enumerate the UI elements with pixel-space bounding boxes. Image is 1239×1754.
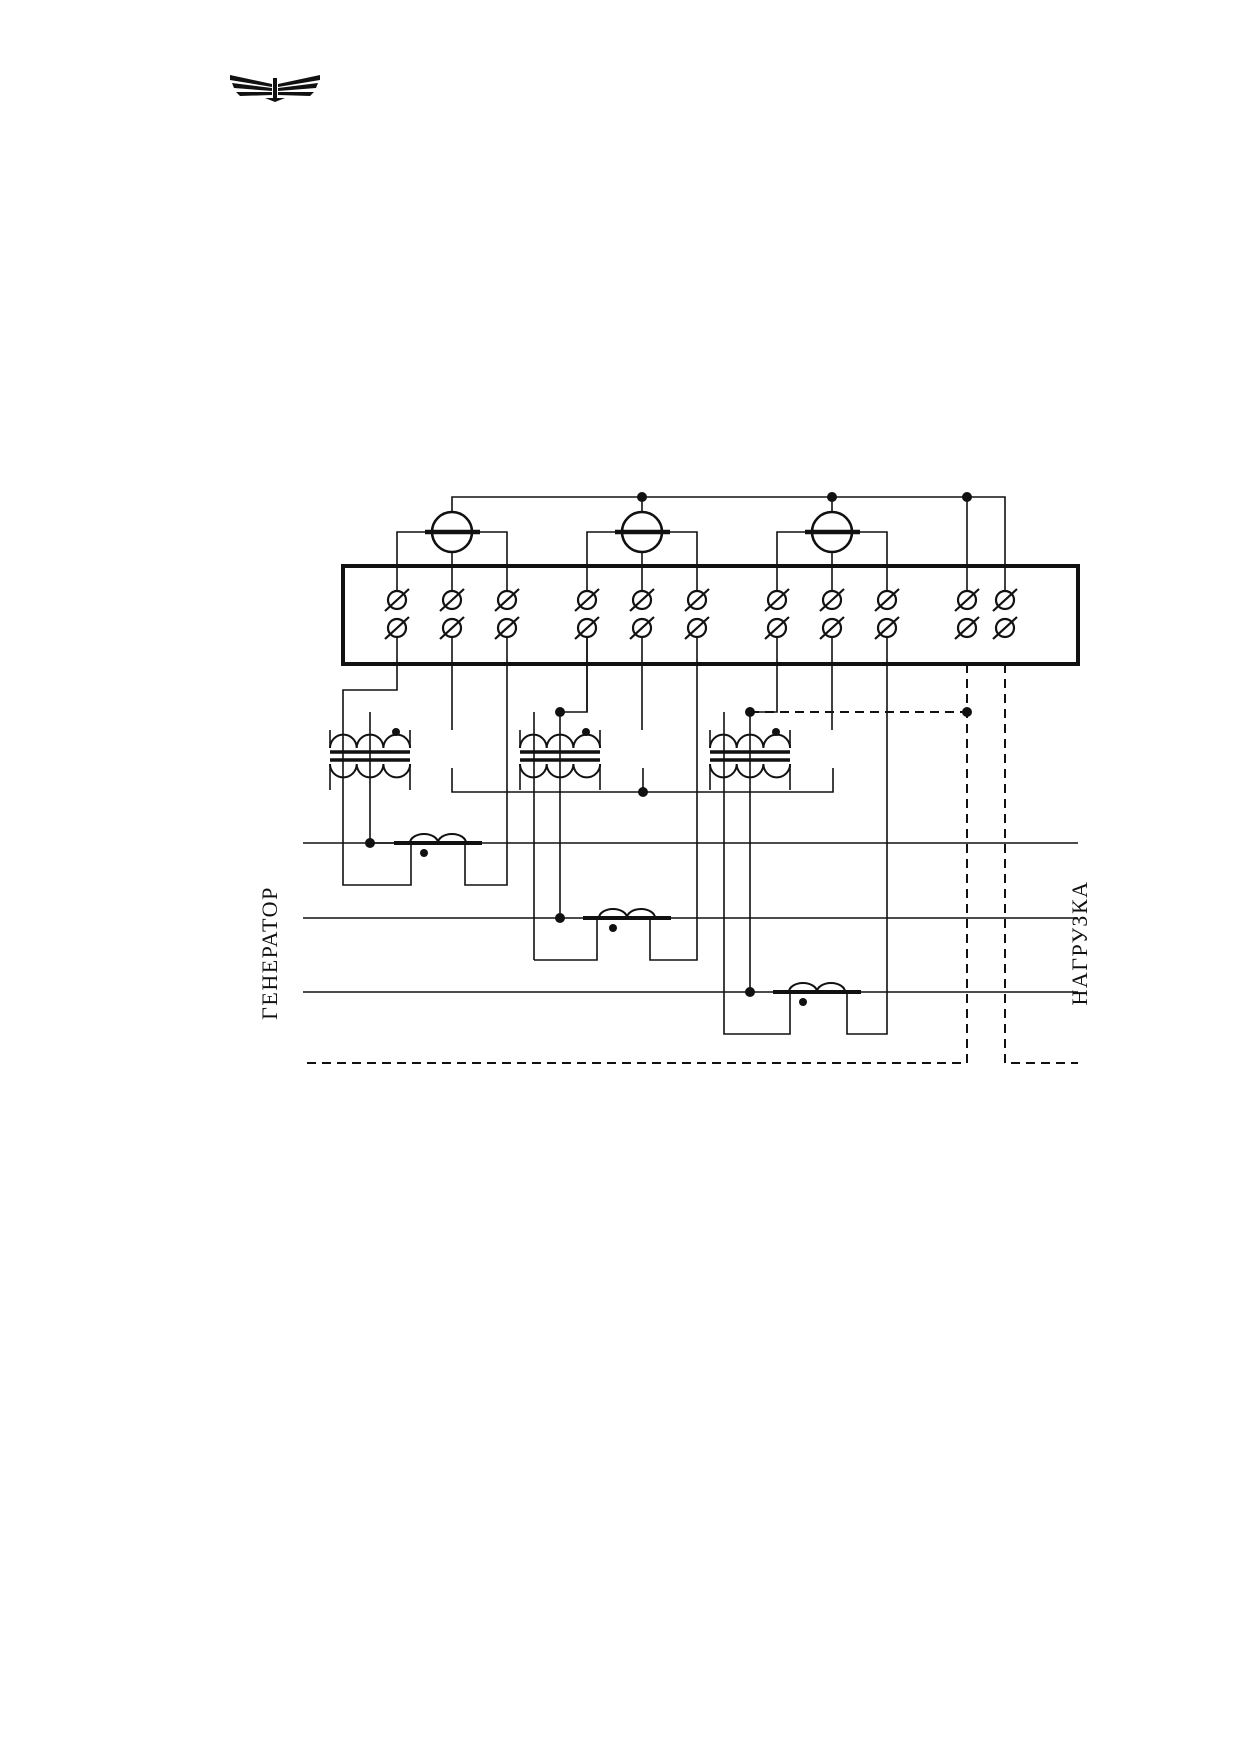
terminal-icon: [954, 588, 980, 612]
terminal-icon: [874, 616, 900, 640]
terminal-icon: [992, 588, 1018, 612]
current-transformers: [394, 833, 861, 1006]
current-transformer-icon: [394, 833, 482, 857]
meter-icon-3: [805, 510, 860, 554]
terminals: [384, 588, 1018, 640]
terminal-icon: [819, 588, 845, 612]
junction-dot-icon: [827, 492, 837, 502]
meter-icon-1: [425, 510, 480, 554]
terminal-icon: [764, 588, 790, 612]
terminal-block: [341, 564, 1080, 666]
junction-dot-icon: [365, 838, 375, 848]
junction-dot-icon: [637, 492, 647, 502]
current-transformer-icon: [583, 908, 671, 932]
junction-dot-icon: [555, 913, 565, 923]
terminal-icon: [819, 616, 845, 640]
junction-dots: [365, 492, 972, 997]
dashed-lines: [303, 664, 1078, 1064]
terminal-icon: [384, 616, 410, 640]
terminal-icon: [874, 588, 900, 612]
generator-label: ГЕНЕРАТОР: [257, 886, 282, 1020]
terminal-icon: [439, 588, 465, 612]
top-common-bus: [451, 496, 1006, 594]
voltage-transformers: [329, 728, 792, 790]
terminal-icon: [684, 588, 710, 612]
terminal-icon: [954, 616, 980, 640]
logo-icon: [230, 75, 320, 102]
junction-dot-icon: [555, 707, 565, 717]
voltage-transformer-icon: [519, 728, 602, 790]
junction-dot-icon: [962, 492, 972, 502]
terminal-icon: [494, 616, 520, 640]
terminal-icon: [629, 616, 655, 640]
load-label: НАГРУЗКА: [1067, 880, 1092, 1006]
junction-dot-icon: [962, 707, 972, 717]
terminal-icon: [439, 616, 465, 640]
junction-dot-icon: [745, 987, 755, 997]
terminal-icon: [629, 588, 655, 612]
wiring-below: [342, 638, 888, 1035]
phase-lines: [303, 842, 1078, 993]
terminal-icon: [764, 616, 790, 640]
terminal-icon: [574, 588, 600, 612]
terminal-icon: [684, 616, 710, 640]
junction-dot-icon: [638, 787, 648, 797]
meter-icon-2: [615, 510, 670, 554]
current-transformer-icon: [773, 982, 861, 1006]
junction-dot-icon: [745, 707, 755, 717]
terminal-icon: [992, 616, 1018, 640]
voltage-transformer-icon: [329, 728, 412, 790]
terminal-icon: [574, 616, 600, 640]
meter-leads: [396, 497, 888, 594]
terminal-icon: [384, 588, 410, 612]
voltage-transformer-icon: [709, 728, 792, 790]
terminal-icon: [494, 588, 520, 612]
